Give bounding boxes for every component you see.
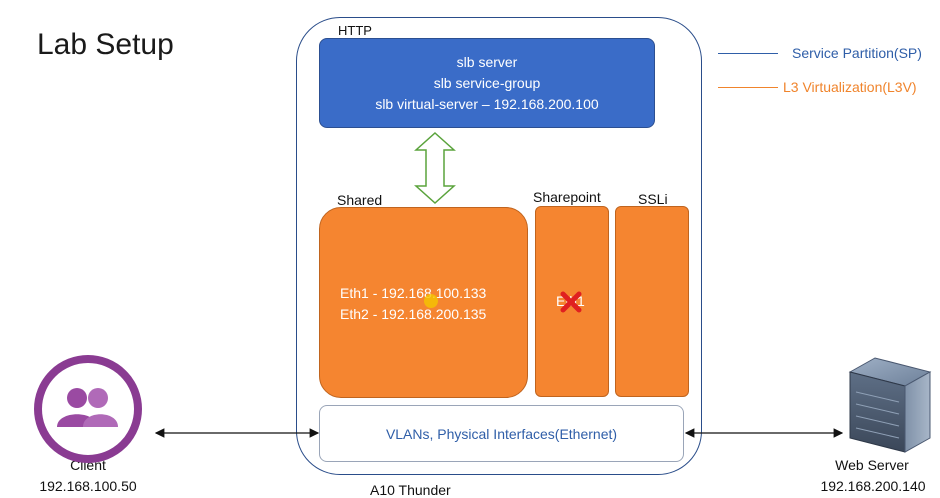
shared-eth1: Eth1 - 192.168.100.133: [340, 285, 487, 301]
webserver-icon: [848, 357, 932, 453]
http-slb-config-box: slb server slb service-group slb virtual…: [319, 38, 655, 128]
http-to-shared-arrow: [414, 131, 456, 205]
sharepoint-partition-label: Sharepoint: [533, 189, 601, 205]
client-ip: 192.168.100.50: [39, 478, 137, 494]
page-title: Lab Setup: [37, 28, 174, 61]
http-line-server: slb server: [456, 53, 518, 70]
cursor-highlight: [424, 294, 438, 308]
a10-thunder-device: [296, 17, 702, 475]
legend-label-sp: Service Partition(SP): [792, 45, 922, 61]
ssli-partition: [615, 206, 689, 397]
vlan-physical-interfaces-box: VLANs, Physical Interfaces(Ethernet): [319, 405, 684, 462]
http-label: HTTP: [338, 23, 372, 38]
legend-label-l3v: L3 Virtualization(L3V): [783, 79, 917, 95]
http-line-virtual-server: slb virtual-server – 192.168.200.100: [375, 95, 599, 112]
blocked-cross-icon: [560, 291, 582, 313]
http-line-service-group: slb service-group: [433, 74, 541, 91]
legend-line-sp: [718, 53, 778, 54]
webserver-ip: 192.168.200.140: [820, 478, 926, 494]
client-user-icon: [34, 355, 142, 463]
webserver-name: Web Server: [835, 457, 909, 473]
shared-partition-label: Shared: [337, 192, 383, 208]
ssli-partition-label: SSLi: [638, 191, 668, 207]
legend-line-l3v: [718, 87, 778, 88]
a10-thunder-label: A10 Thunder: [370, 482, 451, 498]
shared-eth2: Eth2 - 192.168.200.135: [340, 306, 487, 322]
shared-partition: [319, 207, 528, 398]
